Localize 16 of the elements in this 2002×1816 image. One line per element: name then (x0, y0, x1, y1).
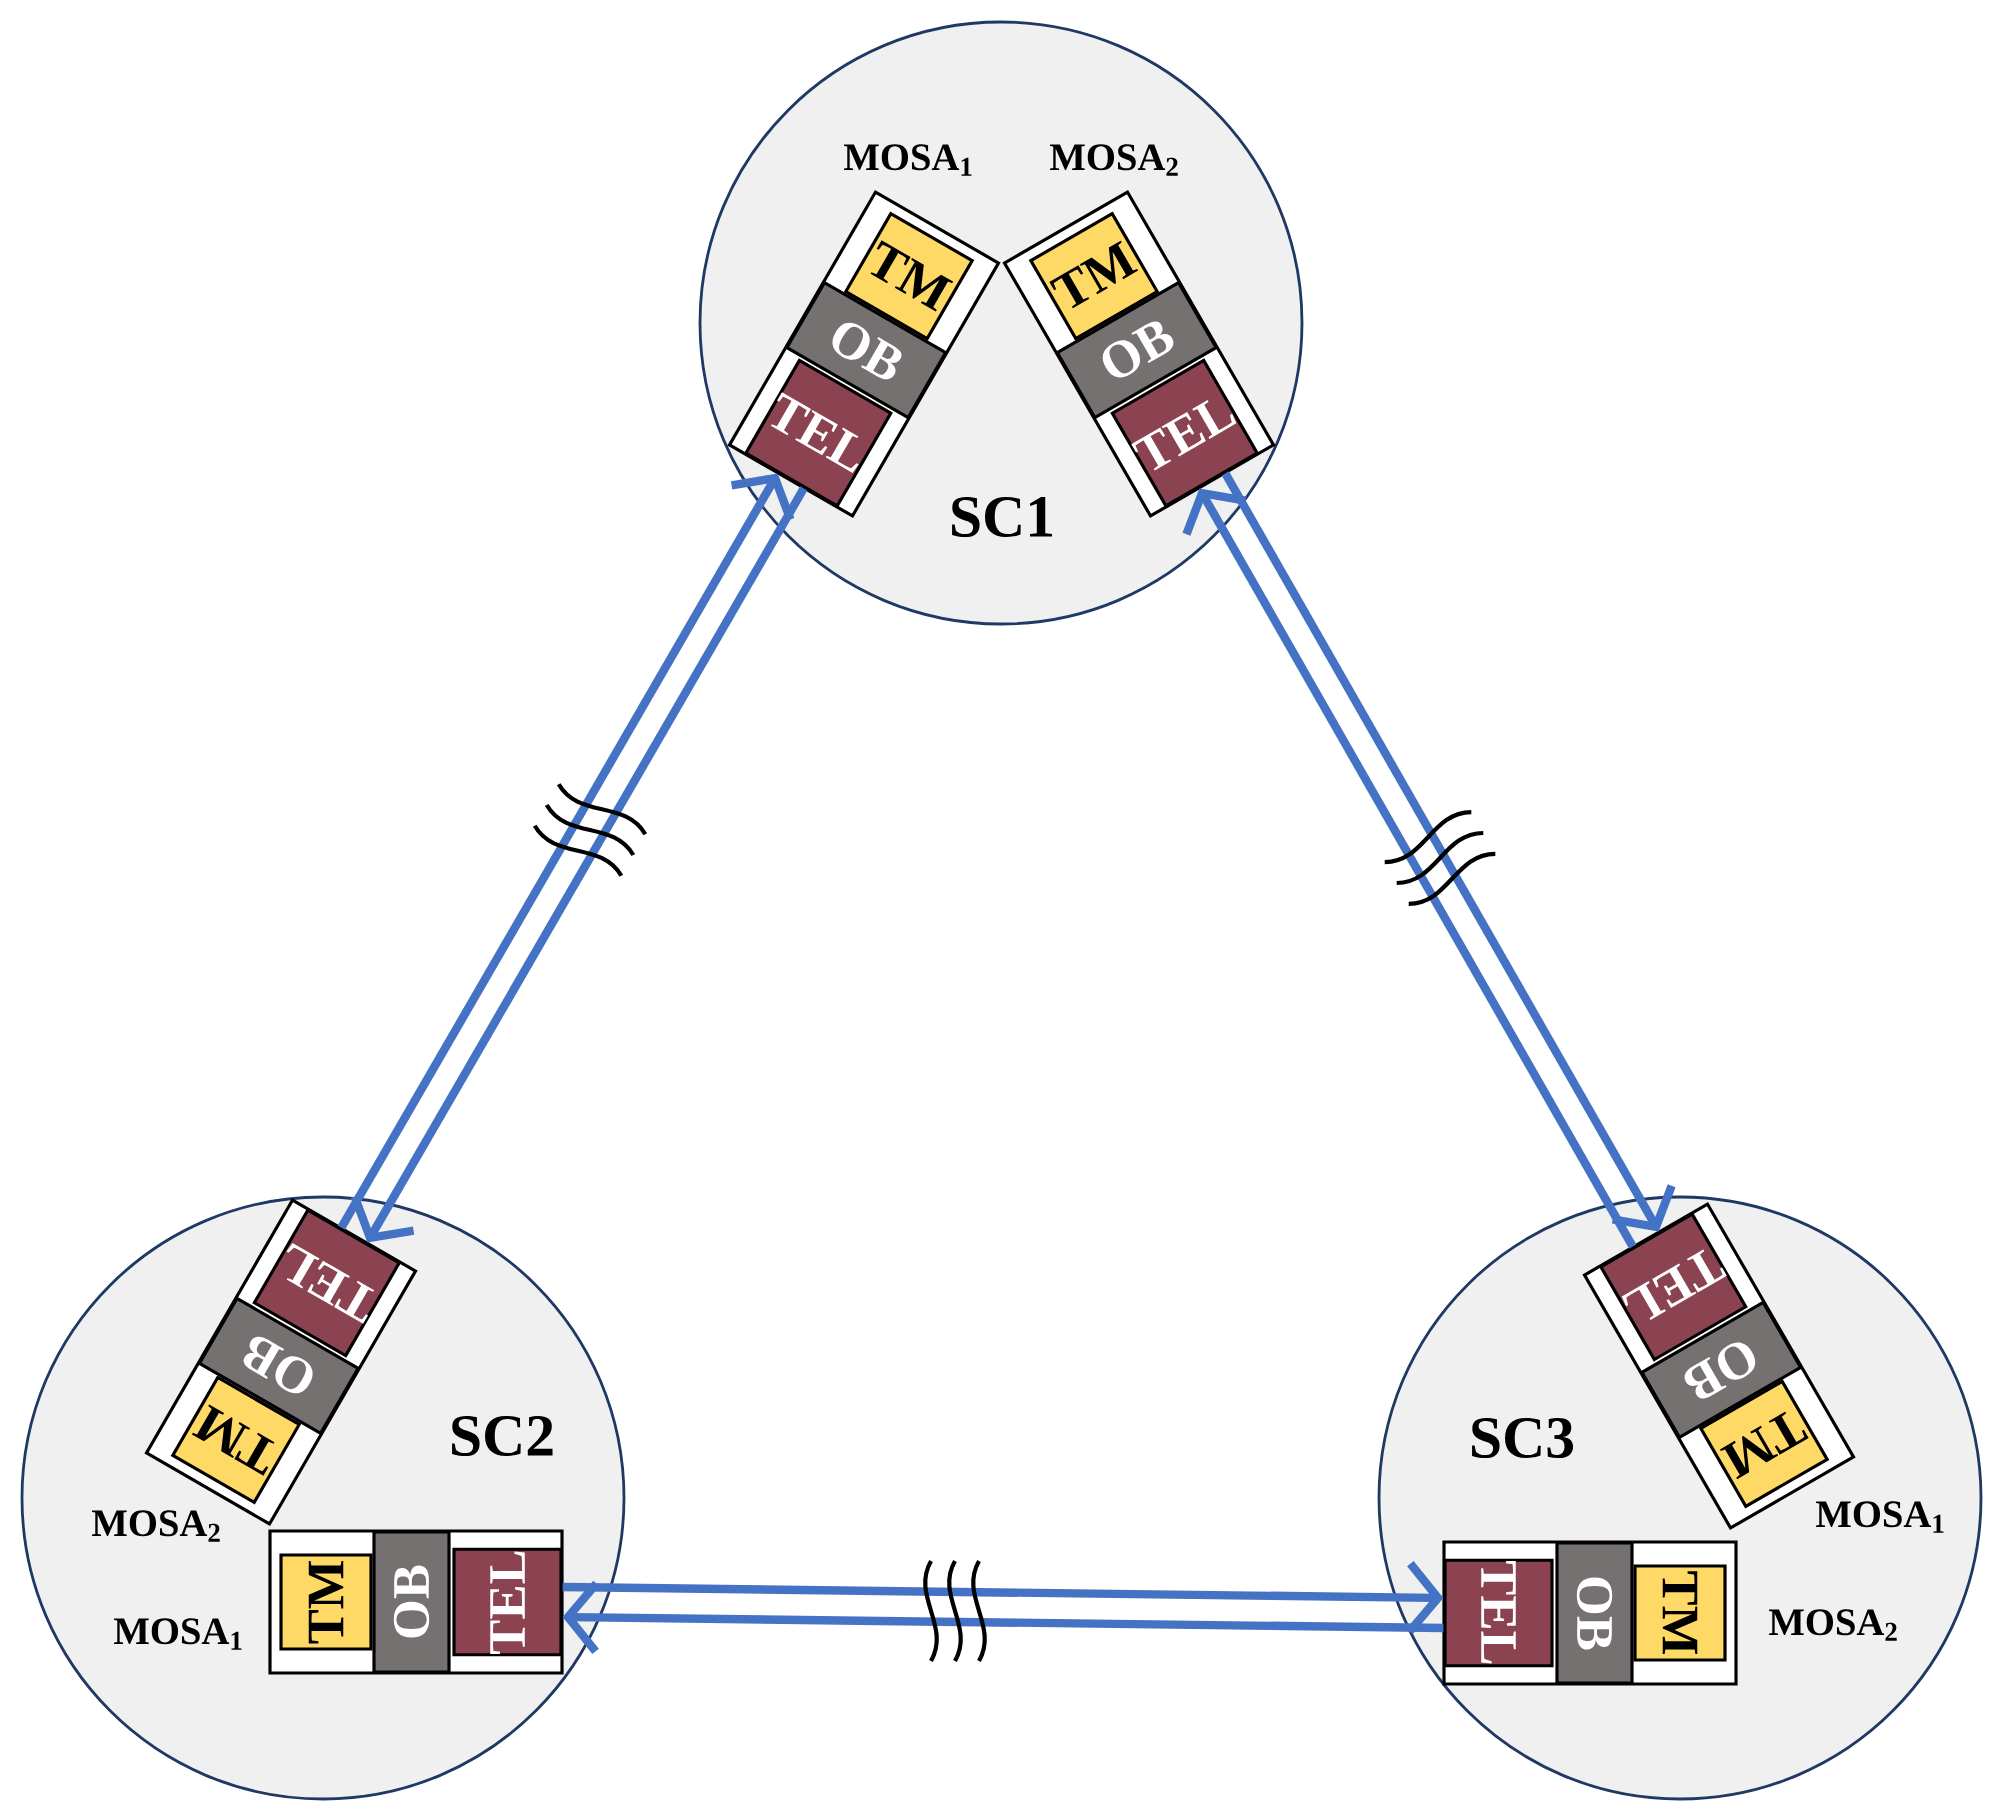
laser-link-arrow (562, 1580, 1444, 1655)
laser-link-arrow (1221, 471, 1676, 1232)
node-label: MOSA$_{1}$ (114, 1618, 242, 1650)
node-label: 1 (1933, 1514, 1944, 1533)
test-mass-box: TM (1633, 1564, 1727, 1662)
telescope-box: TEL (452, 1547, 563, 1657)
node-label: MOSA$_{1}$ (844, 144, 972, 176)
laser-link-arrow (562, 1560, 1444, 1635)
node-label: MOSA$_{2}$ (1050, 144, 1178, 176)
optical-bench-box: OB (372, 1530, 451, 1674)
node-label: 2 (208, 1523, 220, 1542)
node-label: MOSA$_{2}$ (1769, 1609, 1897, 1641)
test-mass-box: TM (279, 1553, 373, 1651)
telescope-box: TEL (1443, 1558, 1554, 1668)
optical-bench-box: OB (1555, 1541, 1634, 1685)
laser-link-arrow (1182, 488, 1637, 1249)
